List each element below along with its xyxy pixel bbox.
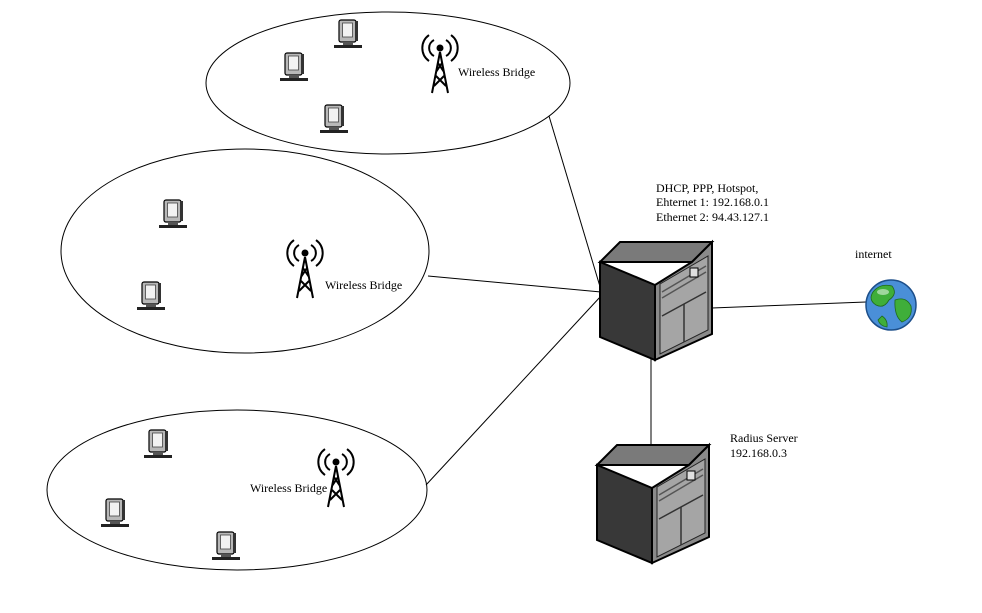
wireless-zone-3: Wireless Bridge [46, 409, 428, 571]
wireless-zone-1: Wireless Bridge [205, 11, 571, 155]
router-info-line: Ethernet 2: 94.43.127.1 [656, 210, 769, 224]
link-zone2-router [427, 275, 602, 293]
connections [425, 115, 867, 486]
wireless-zone-2: Wireless Bridge [60, 148, 430, 354]
computer-icon [143, 429, 173, 459]
server-icon [596, 444, 710, 564]
bridge-label: Wireless Bridge [325, 278, 402, 292]
computer-icon [136, 281, 166, 311]
computer-icon [333, 19, 363, 49]
globe-icon [865, 279, 917, 331]
bridge-label: Wireless Bridge [458, 65, 535, 79]
internet-node: internet [855, 247, 917, 331]
server-icon [599, 241, 713, 361]
router-info-line: Ehternet 1: 192.168.0.1 [656, 195, 769, 209]
link-zone3-router [425, 295, 602, 486]
link-router-internet [711, 301, 867, 309]
computer-icon [158, 199, 188, 229]
hotspot-router: DHCP, PPP, Hotspot, Ehternet 1: 192.168.… [599, 181, 769, 361]
antenna-tower-icon [421, 34, 459, 94]
computer-icon [279, 52, 309, 82]
internet-label: internet [855, 247, 892, 261]
radius-info-line: 192.168.0.3 [730, 446, 787, 460]
computer-icon [211, 531, 241, 561]
radius-info-line: Radius Server [730, 431, 798, 445]
radius-server: Radius Server 192.168.0.3 [596, 431, 798, 564]
link-zone1-router [548, 115, 602, 291]
computer-icon [100, 498, 130, 528]
bridge-label: Wireless Bridge [250, 481, 327, 495]
router-info-line: DHCP, PPP, Hotspot, [656, 181, 758, 195]
computer-icon [319, 104, 349, 134]
antenna-tower-icon [286, 239, 324, 299]
antenna-tower-icon [317, 448, 355, 508]
